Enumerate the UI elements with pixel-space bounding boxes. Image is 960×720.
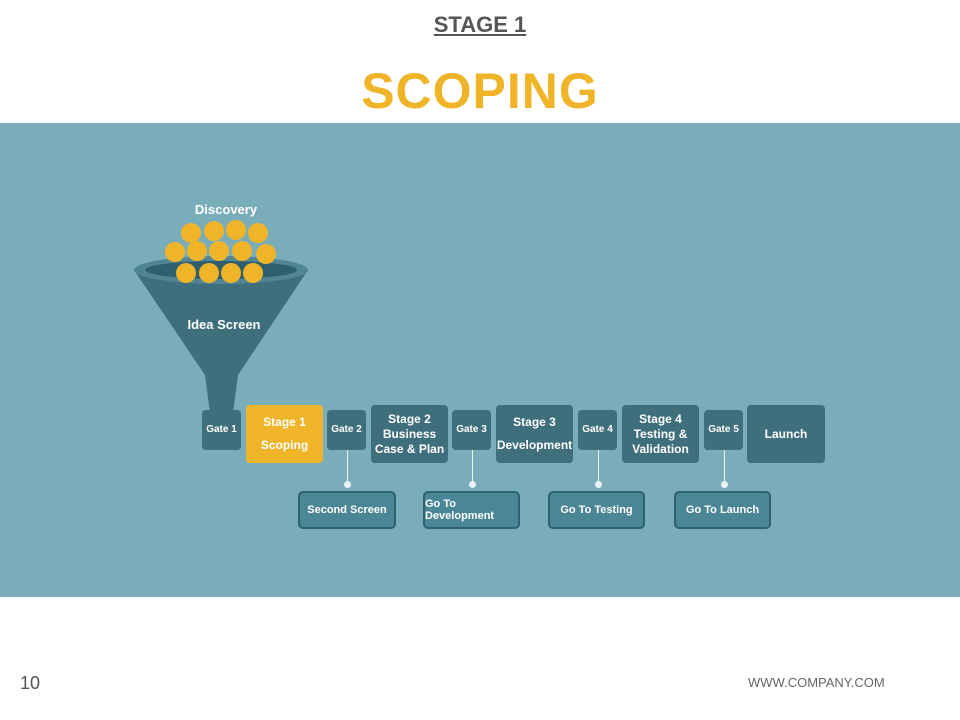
stage-subtitle: Business bbox=[382, 426, 437, 441]
stage-4-testing[interactable]: Stage 4 Testing & Validation bbox=[622, 405, 699, 463]
funnel-body bbox=[134, 270, 308, 413]
idea-ball bbox=[221, 263, 241, 283]
stage-label: STAGE 1 bbox=[433, 12, 527, 37]
idea-ball bbox=[256, 244, 276, 264]
idea-ball bbox=[204, 221, 224, 241]
idea-ball bbox=[165, 242, 185, 262]
funnel-mouth bbox=[145, 261, 297, 279]
idea-ball bbox=[248, 223, 268, 243]
connector-dot bbox=[469, 481, 476, 488]
stage-title: Launch bbox=[764, 426, 808, 441]
gate-2[interactable]: Gate 2 bbox=[327, 410, 366, 450]
connector-line bbox=[347, 450, 348, 484]
idea-ball bbox=[176, 263, 196, 283]
stage-title: Stage 4 bbox=[639, 411, 682, 426]
connector-line bbox=[472, 450, 473, 484]
idea-ball bbox=[243, 263, 263, 283]
go-to-launch-button[interactable]: Go To Launch bbox=[674, 491, 771, 529]
stage-3-development[interactable]: Stage 3 Development bbox=[496, 405, 573, 463]
button-label: Second Screen bbox=[307, 504, 387, 516]
funnel-graphic bbox=[134, 220, 308, 413]
connector-dot bbox=[595, 481, 602, 488]
connector-line bbox=[598, 450, 599, 484]
idea-ball bbox=[232, 241, 252, 261]
gate-label: Gate 3 bbox=[456, 423, 487, 435]
gate-5[interactable]: Gate 5 bbox=[704, 410, 743, 450]
second-screen-button[interactable]: Second Screen bbox=[298, 491, 396, 529]
button-label: Go To Launch bbox=[685, 504, 760, 516]
footer-url: WWW.COMPANY.COM bbox=[748, 675, 885, 690]
button-label: Go To Testing bbox=[560, 504, 633, 516]
stage-title: Stage 1 bbox=[263, 415, 306, 429]
stage-launch[interactable]: Launch bbox=[747, 405, 825, 463]
gate-1[interactable]: Gate 1 bbox=[202, 410, 241, 450]
diagram-panel: Discovery Idea Screen Gate 1 Gate 2 Gate… bbox=[0, 123, 960, 597]
idea-ball bbox=[226, 220, 246, 240]
page-title: SCOPING bbox=[361, 63, 599, 119]
idea-ball bbox=[187, 241, 207, 261]
gate-4[interactable]: Gate 4 bbox=[578, 410, 617, 450]
gate-label: Gate 2 bbox=[331, 423, 362, 435]
connector-line bbox=[724, 450, 725, 484]
gate-label: Gate 4 bbox=[582, 423, 613, 435]
stage-1-scoping[interactable]: Stage 1 Scoping bbox=[246, 405, 323, 463]
go-to-development-button[interactable]: Go To Development bbox=[423, 491, 520, 529]
gate-3[interactable]: Gate 3 bbox=[452, 410, 491, 450]
connector-dot bbox=[721, 481, 728, 488]
idea-screen-label: Idea Screen bbox=[187, 317, 261, 332]
stage-subtitle: Testing & bbox=[633, 426, 688, 441]
stage-title: Stage 3 bbox=[513, 415, 556, 429]
gate-label: Gate 5 bbox=[708, 423, 739, 435]
go-to-testing-button[interactable]: Go To Testing bbox=[548, 491, 645, 529]
gate-label: Gate 1 bbox=[206, 423, 237, 435]
stage-subtitle: Development bbox=[496, 438, 573, 452]
stage-subtitle: Case & Plan bbox=[374, 441, 445, 456]
idea-ball bbox=[199, 263, 219, 283]
stage-subtitle: Scoping bbox=[260, 438, 309, 452]
page-number: 10 bbox=[20, 673, 41, 693]
stage-subtitle: Validation bbox=[632, 441, 689, 456]
stage-2-business-case[interactable]: Stage 2 Business Case & Plan bbox=[371, 405, 448, 463]
stage-title: Stage 2 bbox=[388, 411, 431, 426]
idea-ball bbox=[209, 241, 229, 261]
idea-ball bbox=[181, 223, 201, 243]
idea-balls bbox=[165, 220, 276, 283]
button-label: Go To Development bbox=[425, 498, 495, 522]
connector-dot bbox=[344, 481, 351, 488]
discovery-label: Discovery bbox=[194, 202, 258, 217]
